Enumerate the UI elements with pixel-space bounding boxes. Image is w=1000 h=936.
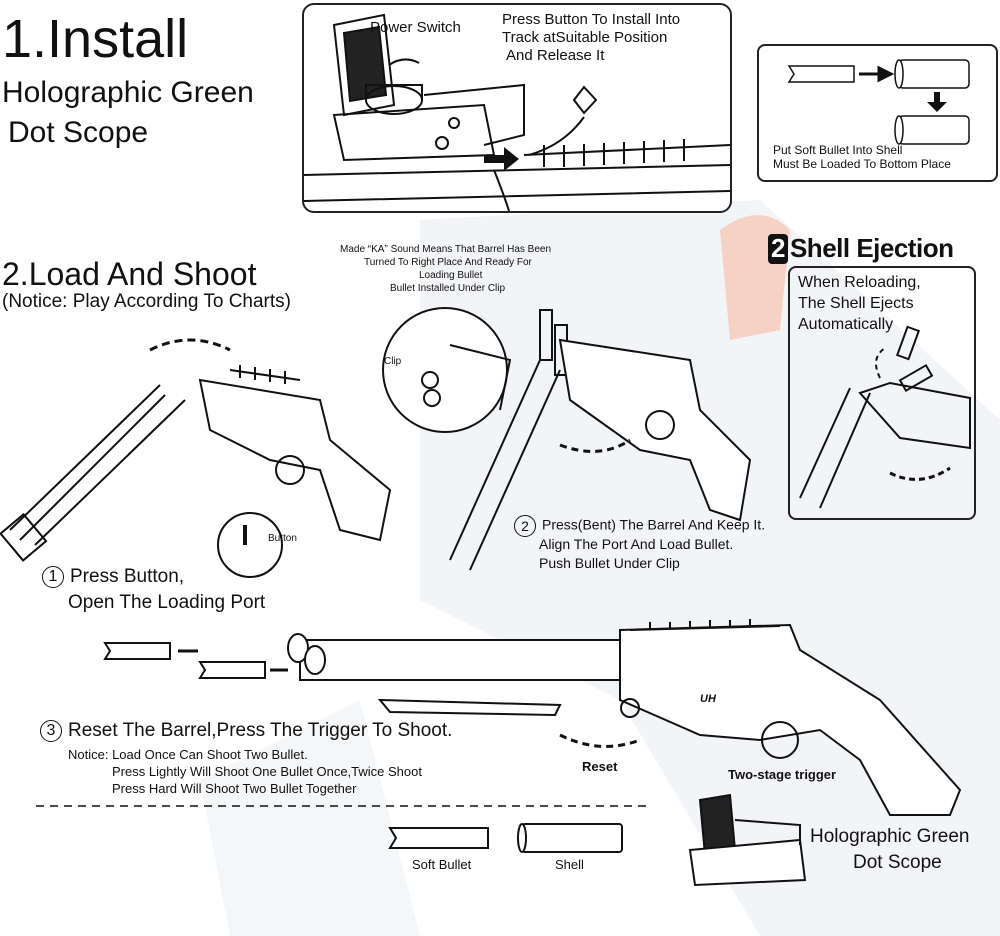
scope-label-line2: Dot Scope [853,852,942,873]
bullet-box-line1: Put Soft Bullet Into Shell [773,143,903,157]
press-button-line3: And Release It [506,47,605,64]
step-3-text: Reset The Barrel,Press The Trigger To Sh… [68,720,453,742]
step-1-line2: Open The Loading Port [68,592,266,613]
shell-ejection-number: 2 [768,233,788,264]
press-button-line2: Track atSuitable Position [502,29,668,46]
step-3-line1: 3 Reset The Barrel,Press The Trigger To S… [40,720,452,742]
scope-rail-illustration [304,13,730,211]
shell-ejection-illustration [799,325,971,509]
button-label: Button [268,533,297,544]
step-3-number: 3 [40,720,62,742]
step-2-line3: Push Bullet Under Clip [539,555,680,571]
step-1-line1: 1 Press Button, [42,566,184,588]
trigger-label: Two-stage trigger [728,767,837,782]
press-button-line1: Press Button To Install Into [502,11,681,28]
install-title: 1.Install [2,9,189,69]
shoot-notice-line3: Press Hard Will Shoot Two Bullet Togethe… [112,781,357,796]
step-2-line2: Align The Port And Load Bullet. [539,536,734,552]
install-subtitle-line2: Dot Scope [8,116,149,149]
install-subtitle-line1: Holographic Green [2,76,254,109]
reset-label: Reset [582,759,618,774]
step-2-line1: 2 Press(Bent) The Barrel And Keep It. [514,515,765,537]
load-title: 2.Load And Shoot [2,256,257,292]
shell-ejection-title-text: Shell Ejection [789,233,954,263]
install-diagram-box: Power Switch Press Button To Install Int… [302,3,732,213]
load-notice: (Notice: Play According To Charts) [2,291,291,312]
ka-line3: Loading Bullet [419,270,483,281]
bullet-into-shell-illustration [787,59,970,145]
step-2-number: 2 [514,515,536,537]
step-1-text: Press Button, [70,566,185,588]
shell-ejection-line1: When Reloading, [798,274,921,291]
shell-ejection-line2: The Shell Ejects [798,295,914,312]
bullet-loading-box: Put Soft Bullet Into Shell Must Be Loade… [757,44,998,182]
scope-label-line1: Holographic Green [810,826,970,847]
shoot-notice-line2: Press Lightly Will Shoot One Bullet Once… [112,764,422,779]
ka-line1: Made “KA” Sound Means That Barrel Has Be… [340,244,552,255]
ka-line2: Turned To Right Place And Ready For [364,257,532,268]
shell-ejection-box: When Reloading, The Shell Ejects Automat… [788,266,976,520]
bullet-box-line2: Must Be Loaded To Bottom Place [773,157,951,171]
shell-label: Shell [555,857,584,872]
gun-logo: UH [700,693,716,705]
step-2-text: Press(Bent) The Barrel And Keep It. [542,516,766,533]
shoot-notice-line1: Notice: Load Once Can Shoot Two Bullet. [68,747,308,762]
power-switch-label: Power Switch [370,19,461,36]
step-1-number: 1 [42,566,64,588]
shell-ejection-line3: Automatically [798,316,894,333]
clip-label: Clip [384,356,402,367]
soft-bullet-label: Soft Bullet [412,857,472,872]
ka-line4: Bullet Installed Under Clip [390,283,506,294]
